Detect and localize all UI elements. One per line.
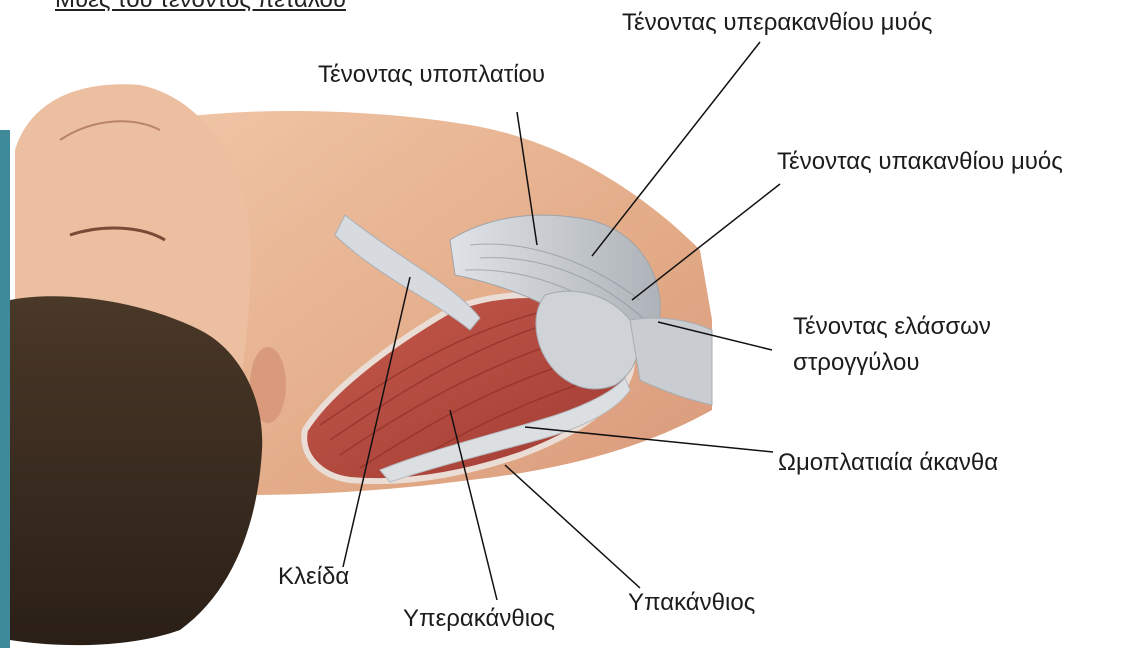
label-infraspinatus-tendon: Τένοντας υπακανθίου μυός [777, 147, 1063, 177]
label-teres-minor-tendon-line1: Τένοντας ελάσσων [793, 312, 991, 342]
hair [10, 296, 262, 645]
label-supraspinatus-tendon: Τένοντας υπερακανθίου μυός [622, 8, 933, 38]
label-teres-minor-tendon-line2: στρογγύλου [793, 348, 920, 378]
label-supraspinatus: Υπερακάνθιος [403, 604, 555, 634]
label-infraspinatus: Υπακάνθιος [628, 588, 755, 618]
label-subscapularis-tendon: Τένοντας υποπλατίου [318, 60, 545, 90]
label-scapular-spine: Ωμοπλατιαία άκανθα [778, 448, 998, 478]
label-clavicle: Κλείδα [278, 562, 349, 592]
